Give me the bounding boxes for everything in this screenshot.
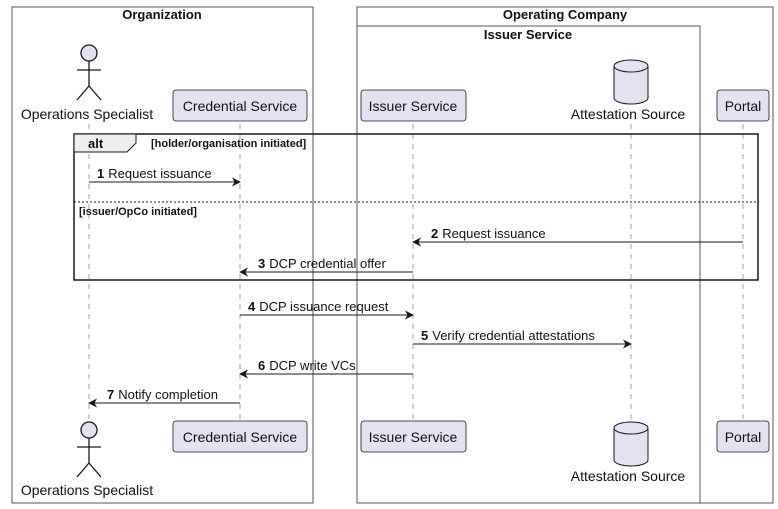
participant-label: Portal bbox=[725, 429, 762, 445]
issuer-service-group-title: Issuer Service bbox=[484, 27, 572, 42]
organization-box-title: Organization bbox=[122, 7, 202, 22]
participant-label: Attestation Source bbox=[571, 468, 686, 484]
participant-label: Attestation Source bbox=[571, 106, 686, 122]
actor-icon bbox=[76, 44, 102, 101]
participant-issuer-service-top: Issuer Service bbox=[360, 89, 467, 122]
participant-label: Issuer Service bbox=[369, 98, 458, 114]
alt-guard-1: [holder/organisation initiated] bbox=[151, 138, 307, 150]
actor-icon bbox=[76, 421, 102, 478]
operating-company-box-title: Operating Company bbox=[503, 7, 628, 22]
participant-operations-specialist-bottom: Operations Specialist bbox=[21, 421, 153, 498]
alt-guard-2: [issuer/OpCo initiated] bbox=[79, 206, 197, 218]
participant-credential-service-bottom: Credential Service bbox=[172, 420, 308, 453]
issuer-service-group-box: Issuer Service bbox=[356, 25, 701, 504]
participant-portal-bottom: Portal bbox=[716, 420, 770, 453]
message-arrows bbox=[88, 177, 743, 408]
alt-fragment: alt [holder/organisation initiated] [iss… bbox=[73, 133, 759, 281]
participant-portal-top: Portal bbox=[716, 89, 770, 122]
participant-operations-specialist-top: Operations Specialist bbox=[21, 44, 153, 122]
participant-label: Credential Service bbox=[183, 98, 298, 114]
participant-label: Issuer Service bbox=[369, 429, 458, 445]
participant-label: Credential Service bbox=[183, 429, 298, 445]
organization-box: Organization bbox=[11, 6, 314, 504]
participant-attestation-source-top: Attestation Source bbox=[571, 59, 686, 122]
participant-issuer-service-bottom: Issuer Service bbox=[360, 420, 467, 453]
participant-attestation-source-bottom: Attestation Source bbox=[571, 421, 686, 484]
database-icon bbox=[613, 59, 649, 105]
participant-label: Portal bbox=[725, 98, 762, 114]
database-icon bbox=[613, 421, 649, 467]
participant-label: Operations Specialist bbox=[21, 482, 153, 498]
alt-keyword: alt bbox=[88, 136, 104, 151]
participant-label: Operations Specialist bbox=[21, 106, 153, 122]
participant-credential-service-top: Credential Service bbox=[172, 89, 308, 122]
